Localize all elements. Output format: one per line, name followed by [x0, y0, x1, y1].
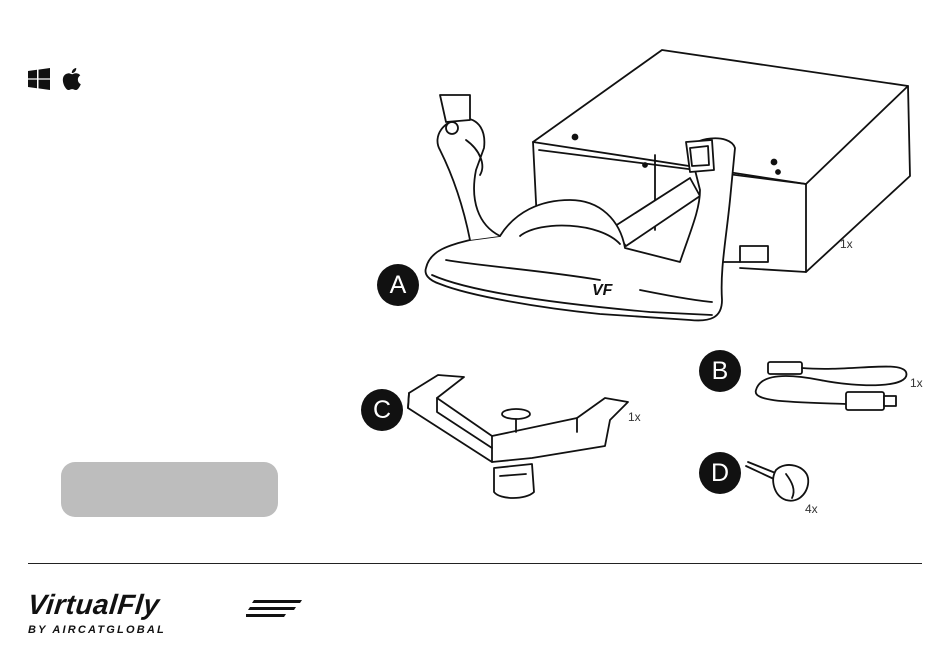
mount-bracket — [408, 375, 628, 498]
part-b-quantity: 1x — [910, 376, 923, 390]
part-c-quantity: 1x — [628, 410, 641, 424]
usb-cable — [756, 362, 907, 410]
footer-divider — [28, 563, 922, 564]
gray-label-box — [61, 462, 278, 517]
part-d-quantity: 4x — [805, 502, 818, 516]
part-c-badge: C — [361, 389, 403, 431]
part-a-quantity: 1x — [840, 237, 853, 251]
part-b-badge: B — [699, 350, 741, 392]
brand-speed-lines — [246, 598, 302, 620]
brand-name: VirtualFly — [26, 590, 161, 620]
part-d-badge: D — [699, 452, 741, 494]
brand-logo: VirtualFly BY AIRCATGLOBAL — [28, 590, 166, 636]
brand-tagline: BY AIRCATGLOBAL — [28, 624, 166, 636]
yoke-logo-mark: VF — [592, 282, 612, 300]
thumb-screw — [746, 462, 808, 501]
part-a-badge: A — [377, 264, 419, 306]
